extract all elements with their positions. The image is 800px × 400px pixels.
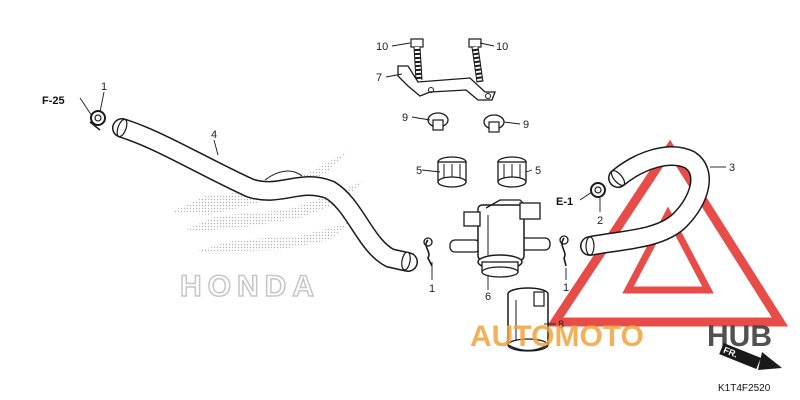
bolt-10-left [410,38,424,81]
callout-1-mid: 1 [429,283,435,295]
automotohub-watermark-text: AUTOMOTO HUB [470,320,772,353]
honda-wing-logo [172,150,365,252]
front-direction-arrow: FR. [719,342,782,370]
clip-2 [590,182,606,198]
callout-2: 2 [597,215,603,227]
hose-4 [112,118,418,272]
svg-text:AUTOMOTO: AUTOMOTO [470,320,644,353]
clip-1-mid [423,237,433,267]
clip-1-right [559,235,569,267]
callout-10-right: 10 [496,41,508,53]
callout-9-left: 9 [402,112,408,124]
ref-label-e1: E-1 [556,196,573,208]
callout-1-right: 1 [563,282,569,294]
callout-4: 4 [211,129,217,141]
diagram-code: K1T4F2520 [718,383,771,394]
leader-lines [79,42,726,325]
callout-5-right: 5 [535,165,541,177]
bolt-10-right [468,38,484,83]
air-injection-valve-6 [449,199,551,278]
grommet-9-right [483,114,505,133]
callout-10-left: 10 [376,41,388,53]
callout-3: 3 [729,162,735,174]
callout-1-left: 1 [101,81,107,93]
callout-labels: 1 4 10 10 7 9 9 5 5 1 6 8 3 2 1 [101,41,735,331]
svg-text:HONDA: HONDA [180,270,320,303]
svg-text:HUB: HUB [707,320,772,353]
grommet-9-left [427,112,449,131]
ref-label-f25: F-25 [42,95,65,107]
hose-3 [580,146,710,256]
callout-9-right: 9 [523,119,529,131]
filter-housing-8 [507,287,549,352]
honda-wordmark: HONDA [179,269,320,304]
rubber-mount-5-left [437,156,467,188]
callout-6: 6 [485,291,491,303]
rubber-mount-5-right [497,156,527,188]
bracket-7 [397,65,496,101]
callout-8: 8 [558,319,564,331]
clip-1-left [89,110,106,131]
callout-7: 7 [376,72,382,84]
callout-5-left: 5 [416,165,422,177]
